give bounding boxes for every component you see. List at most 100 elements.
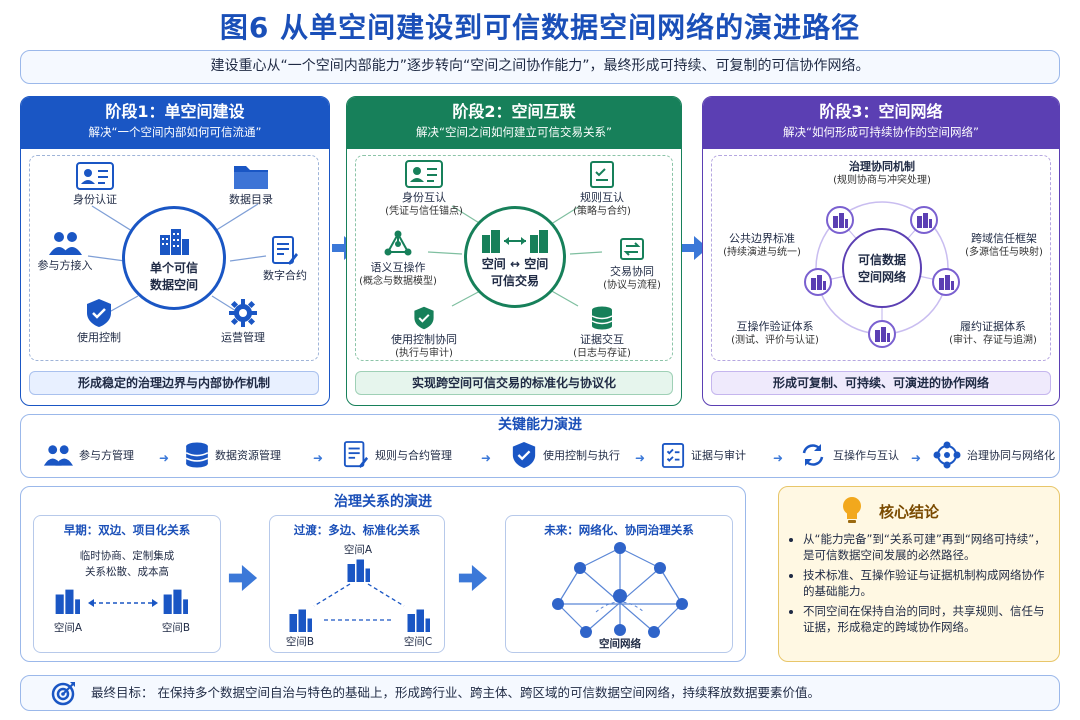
stage-2-center: 空间 ↔ 空间 可信交易 (464, 206, 566, 308)
stage-arrow-2-3 (682, 236, 708, 260)
node-cross-domain-trust-sub: (多源信任与映射) (965, 247, 1043, 258)
ring-node-4 (932, 268, 960, 296)
building-icon (347, 559, 370, 582)
ability-item-participant-label: 参与方管理 (79, 449, 134, 462)
shield-check-icon (512, 442, 536, 468)
node-gov-coordination: 治理协同机制 (规则协商与冲突处理) (822, 160, 942, 188)
lightbulb-icon (843, 497, 861, 523)
building-icon (875, 327, 890, 342)
database-icon (185, 442, 209, 468)
ability-item-data-resource-label: 数据资源管理 (215, 449, 281, 462)
node-identity-mutual-label: 身份互认 (402, 191, 446, 204)
stage-arrow-1-2 (332, 236, 358, 260)
ability-arrow: ➜ (773, 451, 784, 465)
subtitle-banner: 建设重心从“一个空间内部能力”逐步转向“空间之间协作能力”，最终形成可持续、可复… (20, 50, 1060, 84)
buildings-exchange-icon (482, 230, 548, 253)
node-public-boundary-sub: (持续演进与统一) (723, 247, 801, 258)
ability-item-usage-control: 使用控制与执行 (511, 437, 620, 473)
node-rules-mutual-label: 规则互认 (580, 191, 624, 204)
node-digital-contract-label: 数字合约 (263, 269, 307, 282)
gear-icon (229, 299, 257, 327)
building-icon (289, 609, 312, 632)
stage-3-center: 可信数据 空间网络 (842, 228, 922, 308)
conclusion-title: 核心结论 (879, 503, 940, 521)
network-hub-icon (933, 441, 961, 469)
sync-icon (802, 444, 824, 466)
node-data-catalog: 数据目录 (216, 162, 286, 207)
database-icon (591, 306, 613, 330)
ability-item-evidence-audit: 证据与审计 (661, 437, 746, 473)
gov-transition-box: 过渡：多边、标准化关系 空间A 空间B 空间C (269, 515, 445, 653)
gov-early-desc1: 临时协商、定制集成 (79, 550, 175, 562)
node-usage-control: 使用控制 (66, 298, 132, 345)
gov-future-title: 未来：网络化、协同治理关系 (544, 523, 694, 537)
stage-1-center-line1: 单个可信 (149, 261, 198, 275)
gov-future-label: 空间网络 (599, 638, 641, 650)
stage-3-inner: 可信数据 空间网络 治理协同机制 (规则协商与冲突处理) 公共边界标准 (持续演… (711, 155, 1051, 361)
network-nodes-icon (384, 230, 412, 256)
gov-transition-space-b: 空间B (285, 636, 315, 648)
stage-2-inner: 空间 ↔ 空间 可信交易 身份互认 (凭证与信任锚点) 规则互认 (策略与合约)… (355, 155, 673, 361)
node-usage-coordination: 使用控制协同 (执行与审计) (376, 306, 472, 361)
users-icon (43, 445, 73, 466)
node-operations-label: 运营管理 (221, 331, 265, 344)
gov-transition-space-a: 空间A (343, 544, 373, 556)
gov-transition-title: 过渡：多边、标准化关系 (293, 523, 421, 537)
ability-item-interop: 互操作与互认 (799, 437, 899, 473)
governance-evolution-panel: 治理关系的演进 早期：双边、项目化关系 临时协商、定制集成 关系松散、成本高 空… (20, 486, 746, 662)
stage-3-center-line1: 可信数据 (857, 253, 906, 267)
dashed-link (88, 599, 158, 607)
users-icon (49, 232, 82, 255)
node-semantic-interop: 语义互操作 (概念与数据模型) (356, 230, 440, 289)
gov-early-title: 早期：双边、项目化关系 (63, 523, 191, 537)
node-trade-coordination-sub: (协议与流程) (603, 280, 661, 291)
node-usage-coordination-label: 使用控制协同 (391, 333, 457, 346)
node-evidence-exchange-sub: (日志与存证) (573, 348, 631, 359)
stage-1-heading: 阶段1：单空间建设 (105, 102, 245, 121)
node-trade-coordination-label: 交易协同 (610, 265, 654, 278)
core-conclusion-panel: 核心结论 从“能力完备”到“关系可建”再到“网络可持续”，是可信数据空间发展的必… (778, 486, 1060, 662)
building-icon (939, 275, 954, 290)
stage-1-question: 解决“一个空间内部如何可信流通” (88, 125, 262, 139)
building-icon (811, 275, 826, 290)
node-participant-access: 参与方接入 (32, 230, 98, 273)
stage-3-header: 阶段3：空间网络 解决“如何形成可持续协作的空间网络” (703, 97, 1059, 149)
node-cross-domain-trust: 跨域信任框架 (多源信任与映射) (956, 232, 1052, 260)
node-semantic-interop-sub: (概念与数据模型) (359, 276, 437, 287)
stage-3-panel: 阶段3：空间网络 解决“如何形成可持续协作的空间网络” 可信数据 空间网络 治理… (702, 96, 1060, 406)
stage-2-center-line1: 空间 ↔ 空间 (481, 257, 549, 271)
ring-node-2 (910, 206, 938, 234)
node-data-catalog-label: 数据目录 (229, 193, 273, 206)
node-interop-verification: 互操作验证体系 (测试、评价与认证) (720, 320, 830, 348)
ring-node-3 (804, 268, 832, 296)
building-icon (163, 589, 188, 614)
node-performance-evidence: 履约证据体系 (审计、存证与追溯) (936, 320, 1050, 348)
ability-arrow: ➜ (159, 451, 170, 465)
ability-arrow: ➜ (911, 451, 922, 465)
node-gov-coordination-sub: (规则协商与冲突处理) (833, 175, 931, 186)
node-rules-mutual: 规则互认 (策略与合约) (554, 160, 650, 219)
node-semantic-interop-label: 语义互操作 (370, 261, 426, 274)
stage-2-question: 解决“空间之间如何建立可信交易关系” (416, 125, 612, 139)
node-usage-control-label: 使用控制 (77, 331, 121, 344)
conclusion-point: 技术标准、互操作验证与证据机制构成网络协作的基础能力。 (803, 567, 1051, 599)
node-usage-coordination-sub: (执行与审计) (395, 348, 453, 359)
shield-check-icon (87, 299, 111, 327)
ability-item-participant: 参与方管理 (43, 437, 134, 473)
node-cross-domain-trust-label: 跨域信任框架 (971, 232, 1037, 245)
stage-3-heading: 阶段3：空间网络 (819, 102, 943, 121)
stage-2-header: 阶段2：空间互联 解决“空间之间如何建立可信交易关系” (347, 97, 681, 149)
contract-icon (272, 236, 298, 265)
stage-1-center-line2: 数据空间 (149, 278, 198, 292)
folder-icon (234, 166, 268, 189)
ability-item-networking: 治理协同与网络化 (933, 437, 1055, 473)
node-interop-verification-sub: (测试、评价与认证) (731, 335, 819, 346)
ability-item-rules-contract: 规则与合约管理 (343, 437, 452, 473)
node-identity-auth: 身份认证 (60, 162, 130, 207)
page-title: 图6 从单空间建设到可信数据空间网络的演进路径 (219, 11, 861, 44)
checklist-icon (590, 161, 614, 188)
stage-1-panel: 阶段1：单空间建设 解决“一个空间内部如何可信流通” 单个可信 数据空间 身份认… (20, 96, 330, 406)
gov-arrow-1 (228, 565, 258, 591)
node-identity-mutual: 身份互认 (凭证与信任锚点) (376, 160, 472, 219)
node-interop-verification-label: 互操作验证体系 (736, 320, 814, 333)
